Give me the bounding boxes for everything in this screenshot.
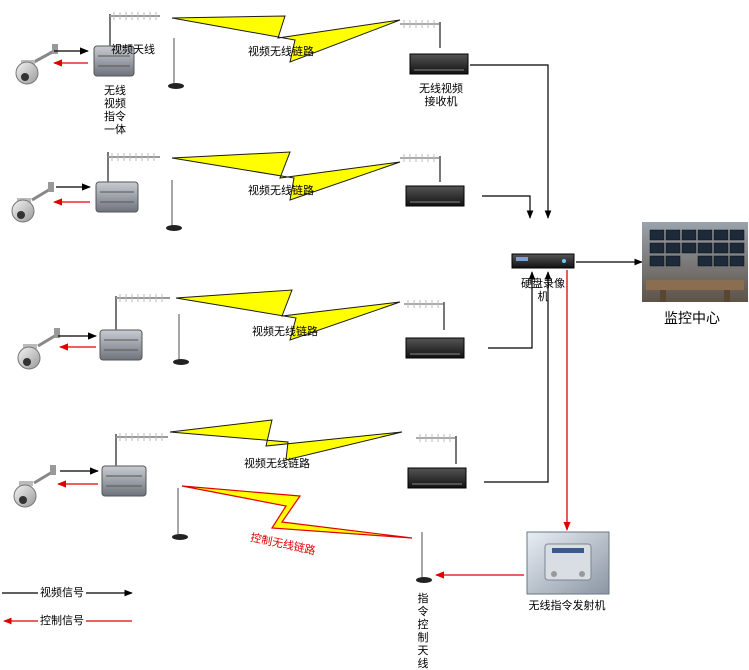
legend-control-label: 控制信号 — [38, 614, 86, 627]
whip-antenna-icon — [166, 180, 182, 231]
camera-row-3 — [17, 289, 465, 370]
whip-antenna-icon — [172, 488, 188, 540]
video-link-label-2: 视频无线链路 — [248, 184, 314, 197]
yagi-antenna-icon — [109, 12, 160, 46]
wireless-transmitter-icon — [101, 465, 147, 497]
wireless-link-bolt — [175, 289, 401, 341]
yagi-antenna-icon — [115, 433, 168, 466]
wireless-link-bolt — [169, 419, 403, 461]
dvr-label: 硬盘录像机 — [521, 277, 565, 303]
ptz-camera-icon — [17, 328, 60, 370]
control-link-bolt — [181, 485, 413, 539]
yagi-antenna-icon — [115, 294, 170, 330]
camera-row-4 — [13, 419, 467, 540]
dvr-icon — [511, 253, 575, 269]
ptz-camera-icon — [15, 44, 58, 85]
camera-row-2 — [11, 151, 465, 231]
ptz-camera-icon — [11, 182, 54, 223]
ptz-camera-icon — [13, 465, 56, 508]
whip-antenna-icon — [168, 38, 184, 89]
monitor-center-label: 监控中心 — [664, 311, 720, 327]
wireless-link-bolt — [171, 151, 401, 201]
transmitter-unit-label: 无线视频指令一体 — [104, 84, 126, 136]
receiver-antenna-icon — [404, 300, 445, 330]
video-link-label-4: 视频无线链路 — [244, 457, 310, 470]
receiver-icon — [405, 337, 465, 359]
receiver-antenna-icon — [416, 434, 457, 464]
control-antenna-label: 指令控制天线 — [417, 592, 429, 670]
control-antenna-icon — [416, 532, 432, 583]
command-transmitter-label: 无线指令发射机 — [528, 599, 606, 612]
whip-antenna-icon — [173, 314, 189, 365]
wireless-transmitter-icon — [93, 45, 135, 77]
receiver-label: 无线视频接收机 — [419, 82, 463, 108]
receiver-antenna-icon — [400, 154, 441, 182]
legend-video-label: 视频信号 — [38, 586, 86, 599]
receiver-icon — [407, 467, 467, 489]
wireless-transmitter-icon — [95, 181, 139, 213]
command-transmitter-icon — [526, 531, 610, 595]
wireless-transmitter-icon — [99, 329, 143, 361]
receiver-icon — [405, 185, 465, 207]
receiver-to-dvr-lines — [470, 64, 552, 483]
video-antenna-label: 视频天线 — [111, 43, 155, 56]
video-link-label-3: 视频无线链路 — [252, 325, 318, 338]
wireless-link-bolt — [171, 15, 401, 63]
video-link-label-1: 视频无线链路 — [248, 45, 314, 58]
monitoring-center-picture — [642, 222, 748, 302]
receiver-antenna-icon — [400, 20, 441, 48]
receiver-icon — [409, 53, 469, 75]
yagi-antenna-icon — [107, 152, 160, 182]
camera-row-1 — [15, 12, 469, 89]
